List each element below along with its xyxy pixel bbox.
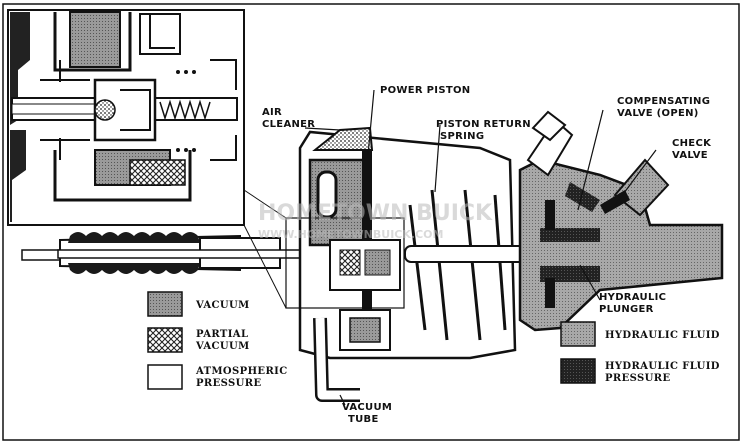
label-check-1: CHECK xyxy=(672,138,712,149)
watermark-line-1: HOMETOWN BUICK xyxy=(258,201,493,226)
legend-partial-label-1: PARTIAL xyxy=(196,329,248,340)
legend-partial-label-2: VACUUM xyxy=(195,341,250,352)
label-vacuum-tube-2: TUBE xyxy=(348,414,379,425)
legend: VACUUM PARTIAL VACUUM ATMOSPHERIC PRESSU… xyxy=(147,291,720,390)
legend-swatch-atmospheric xyxy=(147,364,183,390)
diagram-frame xyxy=(2,3,740,441)
main-assembly xyxy=(21,110,724,402)
legend-vacuum-label: VACUUM xyxy=(195,300,250,311)
watermark-line-2: WWW.HOMETOWNBUICK.COM xyxy=(258,228,443,241)
legend-atmos-label-1: ATMOSPHERIC xyxy=(195,366,288,377)
label-hydraulic-plunger-1: HYDRAULIC xyxy=(599,292,666,303)
compensating-valve xyxy=(565,182,600,212)
label-air-cleaner-1: AIR xyxy=(262,107,282,118)
boot-bellows xyxy=(68,232,200,274)
push-rod xyxy=(21,249,63,261)
check-valve xyxy=(613,158,670,217)
legend-swatch-partial-vacuum xyxy=(147,327,183,353)
detail-highlight-box xyxy=(285,217,405,309)
label-power-piston: POWER PISTON xyxy=(380,85,470,96)
legend-swatch-hydraulic-pressure xyxy=(560,358,596,384)
label-compensating-1: COMPENSATING xyxy=(617,96,710,107)
master-cylinder xyxy=(518,158,724,332)
legend-swatch-vacuum xyxy=(147,291,183,317)
label-vacuum-tube-1: VACUUM xyxy=(342,402,392,413)
inset-detail xyxy=(7,9,245,226)
label-hydraulic-plunger-2: PLUNGER xyxy=(599,304,654,315)
legend-swatch-hydraulic-fluid xyxy=(560,321,596,347)
leader-lines xyxy=(304,89,657,406)
label-piston-return-1: PISTON RETURN xyxy=(436,119,531,130)
legend-hyd-fluid-label: HYDRAULIC FLUID xyxy=(605,330,720,341)
label-compensating-2: VALVE (OPEN) xyxy=(617,108,699,119)
label-air-cleaner-2: CLEANER xyxy=(262,119,315,130)
legend-hyd-press-label-2: PRESSURE xyxy=(605,373,671,384)
legend-atmos-label-2: PRESSURE xyxy=(196,378,262,389)
label-piston-return-2: SPRING xyxy=(440,131,484,142)
watermark: HOMETOWN BUICK WWW.HOMETOWNBUICK.COM xyxy=(258,201,493,241)
part-labels: POWER PISTON AIR CLEANER PISTON RETURN S… xyxy=(262,85,712,425)
legend-hyd-press-label-1: HYDRAULIC FLUID xyxy=(605,361,720,372)
label-check-2: VALVE xyxy=(672,150,708,161)
